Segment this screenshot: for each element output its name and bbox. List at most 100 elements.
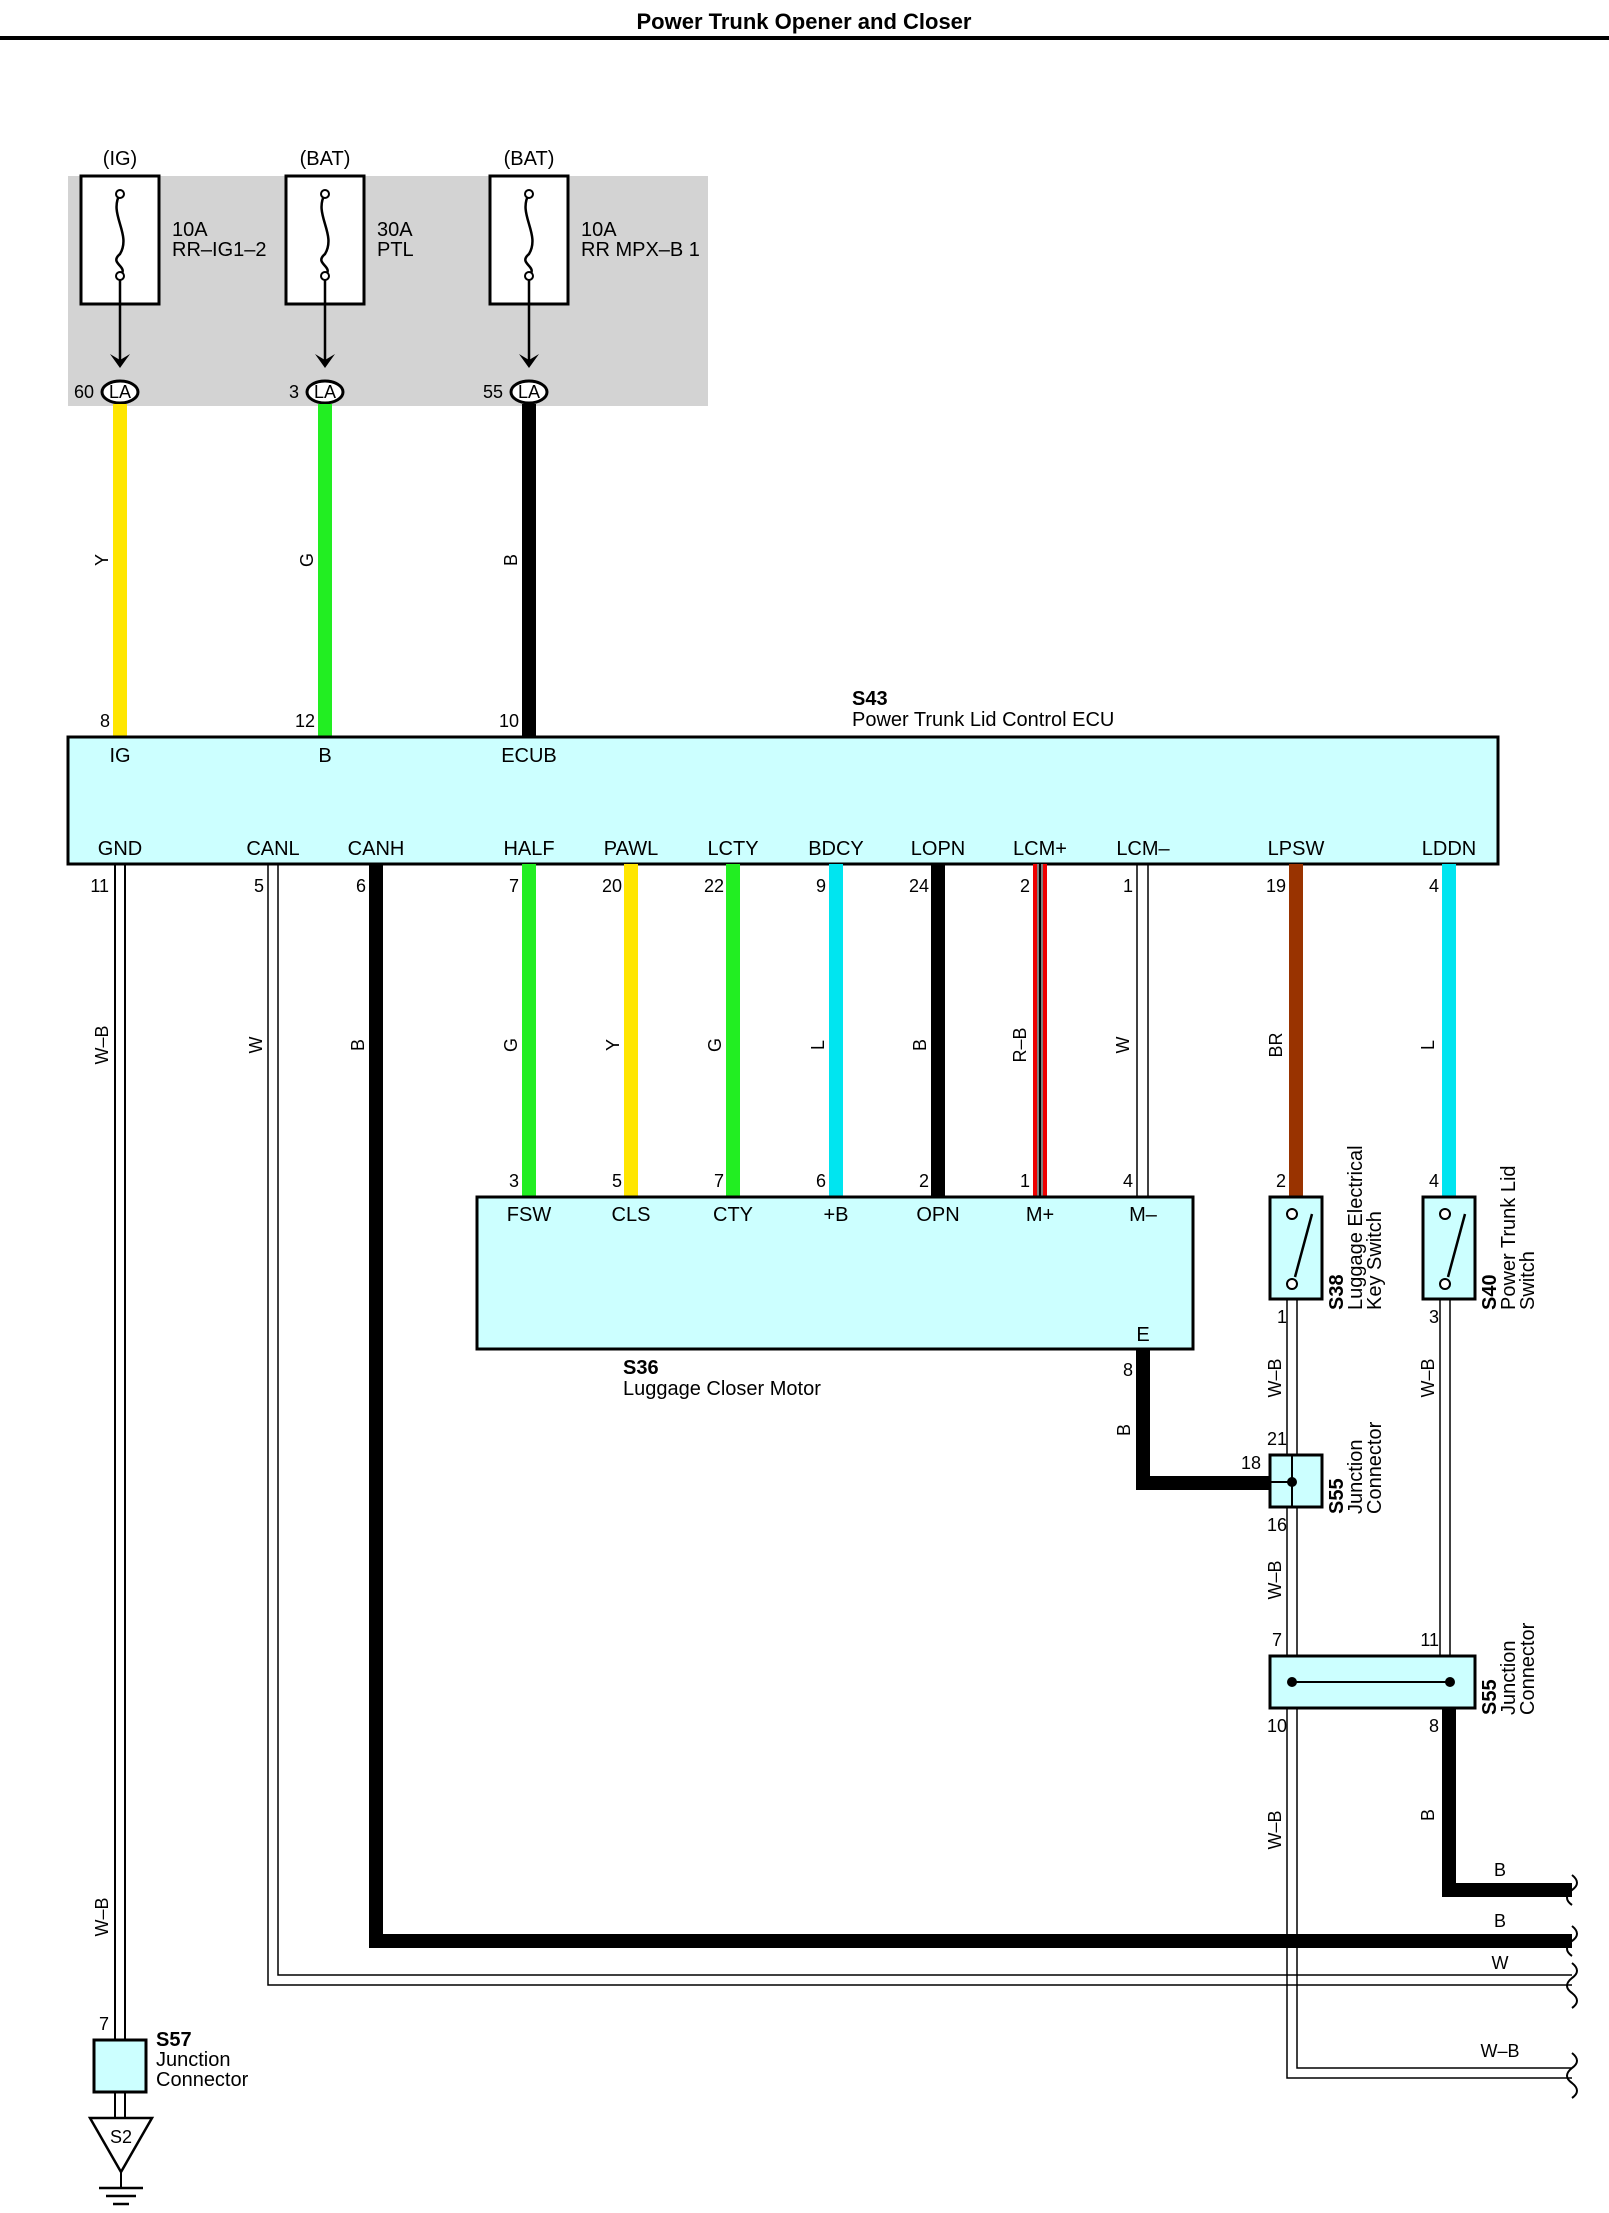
switch-name: Key Switch (1364, 1211, 1386, 1310)
pin-number: 2 (1276, 1171, 1286, 1191)
wire-color-label: W–B (92, 1897, 112, 1936)
junction-name: Connector (1517, 1622, 1539, 1715)
fuse-element-icon (115, 193, 125, 277)
pin-number: 4 (1123, 1171, 1133, 1191)
wire-b-exit: B B (1418, 1708, 1572, 1897)
pin-label: CANL (246, 838, 299, 860)
wire-color-label: W–B (1265, 1560, 1285, 1599)
junction-id: S57 (156, 2029, 192, 2051)
wire-color-label: W–B (1265, 1358, 1285, 1397)
junction-name: Connector (1364, 1421, 1386, 1514)
pin-number: 9 (816, 876, 826, 896)
pin-label: LCM+ (1013, 838, 1067, 860)
pin-number: 6 (356, 876, 366, 896)
wire-color-label: W–B (1418, 1358, 1438, 1397)
wire-color-label: BR (1266, 1032, 1286, 1057)
pin-number: 7 (1272, 1630, 1282, 1650)
fuse-amps: 10A (172, 219, 208, 241)
pin-number: 8 (1123, 1360, 1133, 1380)
switch-name: Luggage Electrical (1345, 1145, 1367, 1310)
luggage-closer-motor-s36 (475, 1195, 1195, 1351)
connector-la (305, 379, 345, 405)
ecu-name: Power Trunk Lid Control ECU (852, 709, 1114, 731)
pin-number: 4 (1429, 1171, 1439, 1191)
pin-number: 1 (1020, 1171, 1030, 1191)
arrow-down-icon (519, 354, 539, 368)
motor-id: S36 (623, 1357, 659, 1379)
pin-number: 7 (99, 2014, 109, 2034)
pin-number: 55 (483, 382, 503, 402)
wire-half: G (501, 864, 536, 1197)
pin-label: LPSW (1268, 838, 1325, 860)
wire-s38-to-s55: W–B (1265, 1299, 1298, 1455)
pin-number: 60 (74, 382, 94, 402)
switch-contact-icon (1293, 1213, 1314, 1278)
switch-id: S38 (1326, 1274, 1348, 1310)
pin-label: IG (109, 745, 130, 767)
junction-connector-s57: 7 S57 Junction Connector (92, 2014, 249, 2118)
wire-color-label: G (297, 553, 317, 567)
power-trunk-lid-switch-s40: 4 3 S40 Power Trunk Lid Switch (1421, 1165, 1539, 1327)
pin-label: LDDN (1422, 838, 1476, 860)
wire-color-label: B (348, 1039, 368, 1051)
connector-label: LA (518, 382, 540, 402)
pin-number: 24 (909, 876, 929, 896)
ground-point-s2: S2 (87, 2116, 155, 2206)
switch-id: S40 (1479, 1274, 1501, 1310)
pin-number: 4 (1429, 876, 1439, 896)
pin-label: CTY (713, 1204, 753, 1226)
wire-color-label: B (1494, 1860, 1506, 1880)
wire-gnd: W–B W–B (92, 864, 126, 2040)
wire-lpsw: BR (1266, 864, 1303, 1197)
pin-label: ECUB (501, 745, 557, 767)
arrow-down-icon (110, 354, 130, 368)
pin-label: FSW (507, 1204, 552, 1226)
wire-motor-ground: B (1114, 1349, 1273, 1490)
junction-name: Junction (156, 2049, 231, 2071)
wire-lcty: G (705, 864, 740, 1197)
connector-la (509, 379, 549, 405)
fuse-element-icon (320, 193, 330, 277)
junction-id: S55 (1479, 1679, 1501, 1715)
fuse-rr-mpx-b1: (BAT) 10A RR MPX–B 1 LA 55 (483, 148, 700, 405)
pin-number: 22 (704, 876, 724, 896)
ground-triangle-icon (87, 2116, 155, 2175)
wire-lopn: B (910, 864, 945, 1197)
wire-color-label: B (1418, 1809, 1438, 1821)
pin-number: 19 (1266, 876, 1286, 896)
wire-color-label: L (1418, 1040, 1438, 1050)
pin-number: 5 (254, 876, 264, 896)
continuation-marks (1566, 1874, 1578, 2099)
pin-label: PAWL (604, 838, 658, 860)
pin-label: CANH (348, 838, 405, 860)
junction-name: Connector (156, 2069, 249, 2091)
pin-number: 5 (612, 1171, 622, 1191)
junction-connector-s55-small: 21 18 16 S55 Junction Connector (1241, 1421, 1386, 1535)
wire-color-label: W–B (1480, 2041, 1519, 2061)
wire-ecub: B (501, 404, 536, 737)
wire-s40-to-s55: W–B (1418, 1299, 1451, 1656)
pin-number: 16 (1267, 1515, 1287, 1535)
fuse-name: PTL (377, 239, 414, 261)
wire-color-label: W–B (1265, 1810, 1285, 1849)
pin-number: 21 (1267, 1429, 1287, 1449)
pin-label: BDCY (808, 838, 864, 860)
wire-canh: B B (348, 864, 1572, 1948)
wire-color-label: B (501, 554, 521, 566)
wire-color-label: W–B (92, 1025, 112, 1064)
junction-body (92, 2038, 148, 2094)
switch-name: Switch (1517, 1251, 1539, 1310)
pin-label: GND (98, 838, 142, 860)
wire-bdcy: L (808, 864, 843, 1197)
luggage-electrical-key-switch-s38: 2 1 S38 Luggage Electrical Key Switch (1268, 1145, 1386, 1327)
pin-number: 1 (1277, 1307, 1287, 1327)
pin-number: 11 (90, 876, 109, 896)
wire-color-label: W (1492, 1953, 1509, 1973)
pin-label: OPN (916, 1204, 959, 1226)
wire-ig: Y (92, 404, 127, 737)
wire-lcm-minus: W (1113, 864, 1149, 1197)
pin-number: 6 (816, 1171, 826, 1191)
pin-number: 12 (295, 711, 315, 731)
fuse-source-label: (IG) (103, 148, 137, 170)
